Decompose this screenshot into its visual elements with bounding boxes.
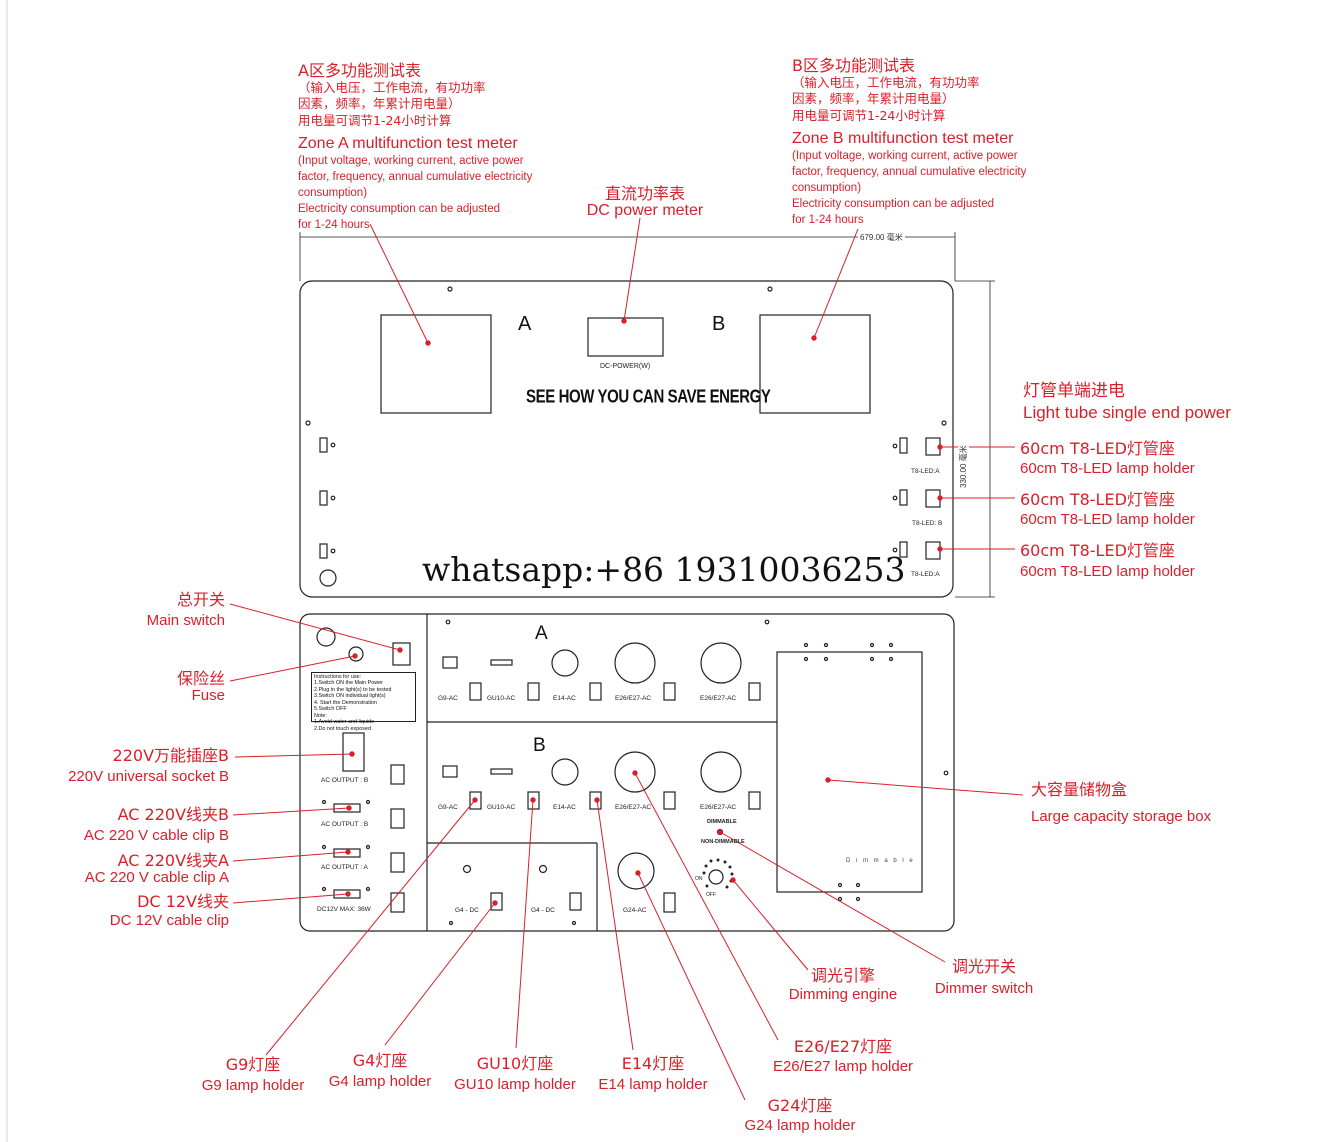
t8-holder-3-cn: 60cm T8-LED灯管座 (1020, 541, 1175, 560)
row-a-label-5: E26/E27-AC (700, 695, 737, 702)
zone-a-letter: A (518, 313, 532, 335)
g24-holder-cn: G24灯座 (767, 1096, 833, 1115)
ac-output-a-label: AC OUTPUT : A (321, 864, 368, 871)
storage-box (776, 651, 923, 893)
zone-b-meter-cn-title: B区多功能测试表 (792, 56, 915, 75)
t8-holder-2-en: 60cm T8-LED lamp holder (1020, 511, 1195, 528)
clip-b-cn: AC 220V线夹B (117, 805, 229, 824)
g24-holder-en: G24 lamp holder (744, 1117, 856, 1134)
fuse-cn: 保险丝 (176, 669, 225, 688)
clip-a-cn: AC 220V线夹A (117, 851, 229, 870)
main-switch-cn: 总开关 (176, 590, 225, 609)
dimming-engine-cn: 调光引擎 (810, 966, 875, 985)
lower-zone-a-letter: A (535, 623, 548, 644)
zone-a-meter-cn-title: A区多功能测试表 (298, 61, 421, 80)
row-b-label-1: G9-AC (438, 804, 458, 811)
tube-power-en: Light tube single end power (1023, 403, 1231, 422)
row-b-label-3: E14-AC (553, 804, 576, 811)
zone-a-meter-en-desc: (Input voltage, working current, active … (298, 155, 533, 232)
row-b-label-2: GU10-AC (487, 804, 516, 811)
dc-power-label: DC-POWER(W) (600, 363, 651, 370)
t8-label-2: T8-LED: B (912, 520, 943, 527)
ac-output-b-socket-label: AC OUTPUT : B (321, 777, 369, 784)
width-dimension: 679.00 毫米 (858, 232, 905, 243)
t8-label-3: T8-LED:A (911, 571, 940, 578)
lower-panel (299, 613, 955, 932)
dc-meter-cn: 直流功率表 (604, 184, 685, 203)
height-dimension: 330.00 毫米 (958, 443, 969, 490)
lower-zone-b-letter: B (533, 735, 546, 756)
g4-holder-cn: G4灯座 (352, 1051, 408, 1070)
dc-clip-cn: DC 12V线夹 (137, 892, 229, 911)
e14-holder-cn: E14灯座 (621, 1054, 685, 1073)
non-dimmable-label: NON-DIMMABLE (701, 839, 745, 845)
g9-holder-en: G9 lamp holder (201, 1077, 305, 1094)
row-a-label-2: GU10-AC (487, 695, 516, 702)
e26-holder-cn: E26/E27灯座 (793, 1037, 893, 1056)
e14-holder-en: E14 lamp holder (598, 1076, 708, 1093)
tube-power-cn: 灯管单端进电 (1023, 381, 1125, 401)
g4-label-1: G4 - DC (455, 907, 479, 914)
storage-box-en: Large capacity storage box (1031, 808, 1212, 825)
socket-b-cn: 220V万能插座B (112, 746, 229, 765)
upper-panel-knob (319, 569, 337, 587)
g9-holder-cn: G9灯座 (225, 1055, 281, 1074)
zone-b-meter-cn-desc: （输入电压，工作电流，有功功率 因素，频率，年累计用电量） 用电量可调节1-24… (792, 75, 980, 123)
whatsapp-watermark: whatsapp:+86 19310036253 (422, 550, 906, 589)
upper-panel (299, 280, 954, 598)
t8-holder-1-cn: 60cm T8-LED灯管座 (1020, 439, 1175, 458)
dc-power-meter (587, 317, 664, 357)
clip-b-en: AC 220 V cable clip B (83, 827, 229, 844)
gu10-holder-en: GU10 lamp holder (454, 1076, 576, 1093)
socket-b-en: 220V universal socket B (68, 768, 229, 785)
storage-box-text: D i m m a b l e (846, 858, 915, 864)
zone-b-letter: B (712, 313, 726, 335)
energy-slogan: SEE HOW YOU CAN SAVE ENERGY (526, 386, 771, 408)
g4-holder-en: G4 lamp holder (328, 1073, 432, 1090)
t8-holder-2-cn: 60cm T8-LED灯管座 (1020, 490, 1175, 509)
e26-holder-en: E26/E27 lamp holder (772, 1058, 914, 1075)
dc-clip-en: DC 12V cable clip (109, 912, 229, 929)
socket-b-drawing (342, 732, 365, 772)
meter-a (380, 314, 492, 414)
meter-b (759, 314, 871, 414)
leader-lines (229, 217, 1024, 1101)
fuse-en: Fuse (191, 687, 225, 704)
g24-label: G24-AC (623, 907, 647, 914)
g4-label-2: G4 - DC (531, 907, 555, 914)
row-b-label-5: E26/E27-AC (700, 804, 737, 811)
storage-box-cn: 大容量储物盒 (1031, 780, 1128, 799)
clip-a-en: AC 220 V cable clip A (84, 869, 229, 886)
dimmer-switch-cn: 调光开关 (951, 957, 1016, 976)
dimming-engine-en: Dimming engine (788, 986, 898, 1003)
ac-output-b-label: AC OUTPUT : B (321, 821, 369, 828)
row-a-label-4: E26/E27-AC (615, 695, 652, 702)
row-a-label-1: G9-AC (438, 695, 458, 702)
dc-meter-en: DC power meter (586, 202, 704, 219)
zone-a-meter-en-title: Zone A multifunction test meter (298, 135, 518, 152)
instructions-panel: Instructions for use: 1.Switch ON the Ma… (311, 672, 416, 732)
zone-a-meter-cn-desc: （输入电压，工作电流，有功功率 因素，频率，年累计用电量） 用电量可调节1-24… (298, 80, 486, 128)
zone-b-meter-en-title: Zone B multifunction test meter (792, 130, 1014, 147)
zone-b-meter-en-desc: (Input voltage, working current, active … (792, 150, 1027, 227)
gu10-holder-cn: GU10灯座 (476, 1054, 554, 1073)
dimmable-label: DIMMABLE (707, 819, 737, 825)
t8-label-1: T8-LED:A (911, 468, 940, 475)
dimmer-on-label: ON (695, 876, 703, 882)
main-switch-drawing (392, 642, 411, 666)
main-switch-en: Main switch (146, 612, 225, 629)
t8-holder-3-en: 60cm T8-LED lamp holder (1020, 563, 1195, 580)
row-a-label-3: E14-AC (553, 695, 576, 702)
dimmer-switch-en: Dimmer switch (934, 980, 1034, 997)
row-b-label-4: E26/E27-AC (615, 804, 652, 811)
t8-holder-1-en: 60cm T8-LED lamp holder (1020, 460, 1195, 477)
dc-output-label: DC12V MAX: 36W (317, 906, 371, 913)
dimmer-off-label: OFF (706, 892, 716, 898)
